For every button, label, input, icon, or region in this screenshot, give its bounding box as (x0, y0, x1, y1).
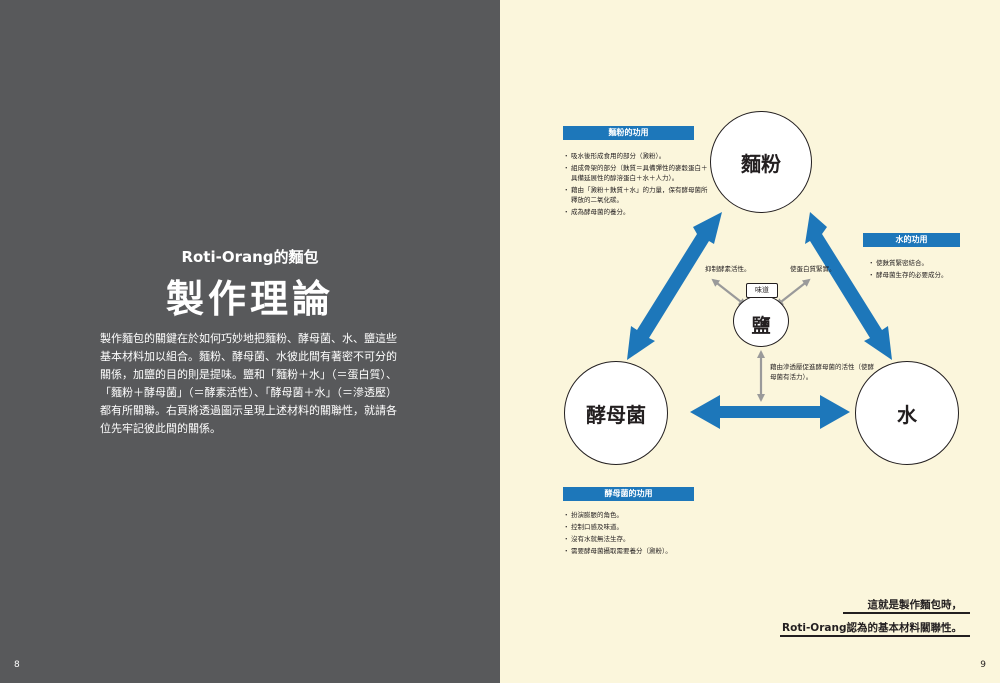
yeast-circle: 酵母菌 (564, 361, 668, 465)
underline-1 (843, 612, 970, 614)
label-osmotic-pressure: 藉由滲透壓促進酵母菌的活性（使酵母菌有活力）。 (770, 363, 874, 381)
arrow-flour-water (805, 212, 892, 360)
list-item: 使麩質緊密結合。 (868, 258, 968, 268)
left-page: Roti-Orang的麵包 製作理論 製作麵包的關鍵在於如何巧妙地把麵粉、酵母菌… (0, 0, 500, 683)
label-protein-firm: 使蛋白質緊實。 (790, 265, 836, 273)
list-item: 需要酵母菌攝取需要養分（澱粉）。 (563, 546, 723, 556)
closing-line-1: 這就是製作麵包時， (867, 599, 963, 611)
arrow-yeast-water (690, 395, 850, 429)
label-enzyme-inhibit: 抑制酵素活性。 (705, 265, 751, 273)
right-page: 麵粉的功用 吸水後形成食用的部分（澱粉）。 組成骨架的部分（麩質＝具備彈性的麥穀… (500, 0, 1000, 683)
closing-line-2: Roti-Orang認為的基本材料關聯性。 (782, 622, 962, 634)
gray-arrow-left (711, 278, 747, 307)
page-title: 製作理論 (165, 277, 334, 321)
gray-arrow-right (775, 278, 811, 307)
list-item: 吸水後形成食用的部分（澱粉）。 (563, 151, 713, 161)
flour-box-title: 麵粉的功用 (563, 126, 694, 140)
yeast-box-title: 酵母菌的功用 (563, 487, 694, 501)
list-item: 組成骨架的部分（麩質＝具備彈性的麥穀蛋白＋具備延展性的醇溶蛋白＋水＋人力）。 (563, 163, 713, 183)
salt-circle: 鹽 (733, 295, 789, 347)
flour-circle: 麵粉 (710, 111, 812, 213)
list-item: 沒有水就無法生存。 (563, 534, 723, 544)
list-item: 扮演膨脹的角色。 (563, 510, 723, 520)
list-item: 酵母菌生存的必要成分。 (868, 270, 968, 280)
salt-taste-tag: 味道 (746, 283, 778, 298)
yeast-notes: 扮演膨脹的角色。 控制口感及味道。 沒有水就無法生存。 需要酵母菌攝取需要養分（… (563, 510, 723, 558)
page-number-right: 9 (980, 660, 986, 670)
water-box-title: 水的功用 (863, 233, 960, 247)
list-item: 藉由「澱粉＋麩質＋水」的力量，保有酵母菌所釋放的二氧化碳。 (563, 185, 713, 205)
arrow-flour-yeast (627, 212, 722, 360)
intro-paragraph: 製作麵包的關鍵在於如何巧妙地把麵粉、酵母菌、水、鹽這些基本材料加以組合。麵粉、酵… (100, 332, 397, 435)
list-item: 控制口感及味道。 (563, 522, 723, 532)
list-item: 成為酵母菌的養分。 (563, 207, 713, 217)
water-notes: 使麩質緊密結合。 酵母菌生存的必要成分。 (868, 258, 968, 282)
relationship-arrows (627, 212, 892, 429)
flour-notes: 吸水後形成食用的部分（澱粉）。 組成骨架的部分（麩質＝具備彈性的麥穀蛋白＋具備延… (563, 151, 713, 219)
book-subtitle: Roti-Orang的麵包 (181, 248, 319, 266)
water-circle: 水 (855, 361, 959, 465)
page-number-left: 8 (14, 660, 20, 670)
underline-2 (780, 635, 970, 637)
